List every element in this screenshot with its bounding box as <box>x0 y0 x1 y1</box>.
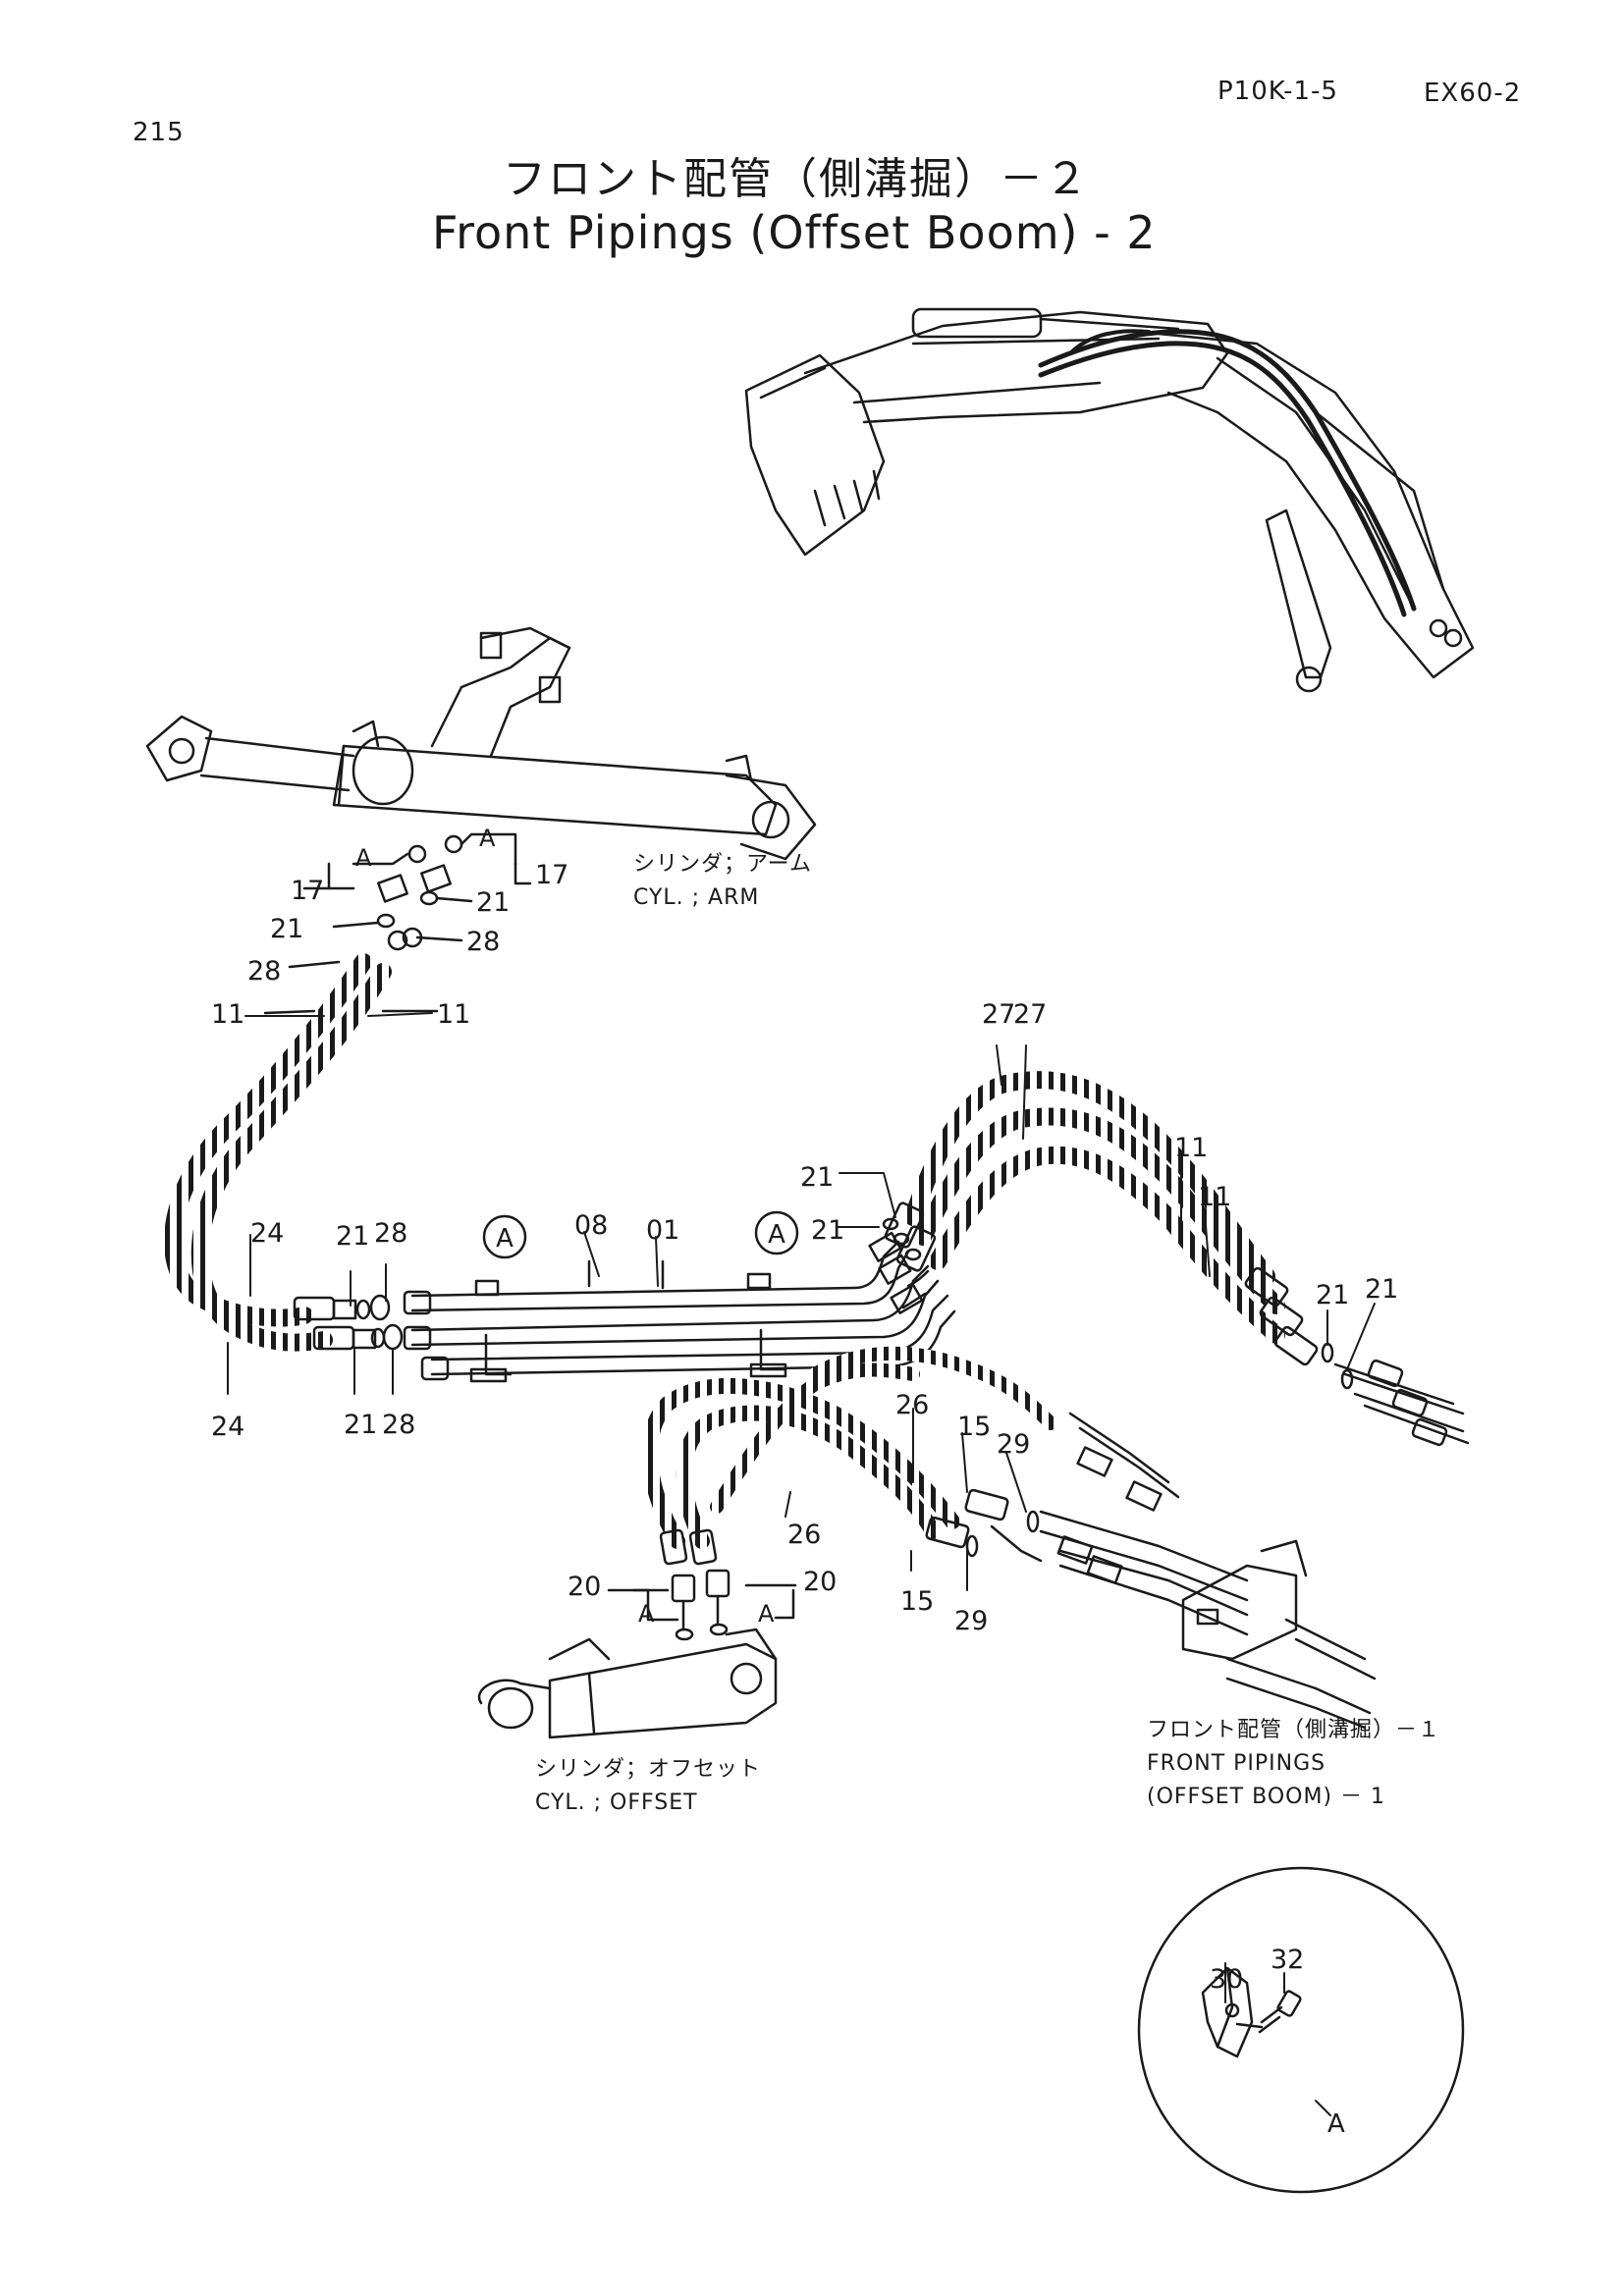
part-30: 30 <box>1210 1964 1243 1995</box>
offset-cylinder-caption-en: CYL. ; OFFSET <box>535 1790 698 1815</box>
part-15-lower: 15 <box>900 1586 934 1617</box>
part-21-left-upper: 21 <box>336 1221 369 1252</box>
part-17-left: 17 <box>291 876 324 906</box>
part-number-labels: 17 17 21 21 28 28 11 11 24 24 21 28 21 2… <box>211 860 1398 1995</box>
bracket-a-arm-right: A <box>479 825 496 852</box>
leader-lines <box>227 1012 1376 2116</box>
part-28-left-lower: 28 <box>382 1410 415 1440</box>
part-15-upper: 15 <box>957 1412 991 1442</box>
part-27-left: 27 <box>982 999 1015 1030</box>
part-29-upper: 29 <box>997 1429 1030 1460</box>
part-21-center-upper: 21 <box>800 1162 834 1193</box>
marker-a-left: A <box>482 1214 527 1259</box>
part-24-upper: 24 <box>250 1218 284 1249</box>
part-20-left: 20 <box>568 1572 601 1602</box>
bracket-a-offset-left: A <box>638 1600 655 1628</box>
part-24-lower: 24 <box>211 1412 244 1442</box>
part-28-arm-left: 28 <box>247 956 281 987</box>
detail-a-view <box>1137 1866 1465 2194</box>
part-11-boom-lower: 11 <box>1198 1182 1231 1212</box>
arm-cylinder-caption-en: CYL. ; ARM <box>633 885 760 910</box>
part-27-right: 27 <box>1013 999 1047 1030</box>
part-29-lower: 29 <box>954 1606 988 1636</box>
part-28-arm-right: 28 <box>466 927 500 957</box>
part-01: 01 <box>646 1215 679 1246</box>
part-26-lower: 26 <box>787 1520 821 1550</box>
part-21-arm-right: 21 <box>476 887 510 918</box>
boom-hoses <box>882 1071 1470 1447</box>
part-08: 08 <box>574 1210 608 1241</box>
arm-fitting-callouts <box>263 832 532 1015</box>
marker-a-right: A <box>754 1210 799 1255</box>
model-code: EX60-2 <box>1424 79 1522 108</box>
part-11-left: 11 <box>211 999 244 1030</box>
marker-a-left-text: A <box>496 1224 514 1254</box>
front-piping1-caption-en-1: FRONT PIPINGS <box>1147 1751 1326 1776</box>
part-26-upper: 26 <box>895 1390 929 1420</box>
bracket-a-arm-left: A <box>355 844 372 872</box>
arm-hoses <box>164 953 404 1352</box>
part-11-boom-upper: 11 <box>1174 1133 1208 1163</box>
arm-cylinder-drawing <box>145 626 817 864</box>
part-28-left-upper: 28 <box>374 1218 407 1249</box>
page-number: 215 <box>133 118 185 147</box>
part-21-right-left: 21 <box>1316 1280 1349 1310</box>
part-21-left-lower: 21 <box>344 1410 377 1440</box>
part-21-center-lower: 21 <box>811 1215 844 1246</box>
excavator-overview <box>744 307 1475 693</box>
offset-hoses <box>641 1346 1377 1730</box>
offset-cylinder-drawing <box>477 1569 797 1739</box>
marker-a-right-text: A <box>768 1220 785 1250</box>
part-17-right: 17 <box>535 860 568 890</box>
arm-cylinder-caption-jp: シリンダ；アーム <box>633 852 813 877</box>
part-32: 32 <box>1271 1945 1304 1975</box>
title-japanese: フロント配管（側溝掘）－２ <box>503 154 1090 204</box>
part-code: P10K-1-5 <box>1217 77 1338 106</box>
part-21-right-right: 21 <box>1365 1274 1398 1305</box>
part-20-right: 20 <box>803 1567 837 1597</box>
part-11-right: 11 <box>437 999 470 1030</box>
part-21-arm-left: 21 <box>270 914 303 944</box>
front-piping1-caption-en-2: (OFFSET BOOM) － 1 <box>1147 1785 1386 1809</box>
title-english: Front Pipings (Offset Boom) - 2 <box>432 206 1157 259</box>
detail-a-label: A <box>1327 2109 1345 2139</box>
front-piping1-caption-jp: フロント配管（側溝掘）－１ <box>1147 1718 1441 1742</box>
offset-cylinder-caption-jp: シリンダ；オフセット <box>535 1757 762 1782</box>
bracket-a-offset-right: A <box>758 1600 775 1628</box>
